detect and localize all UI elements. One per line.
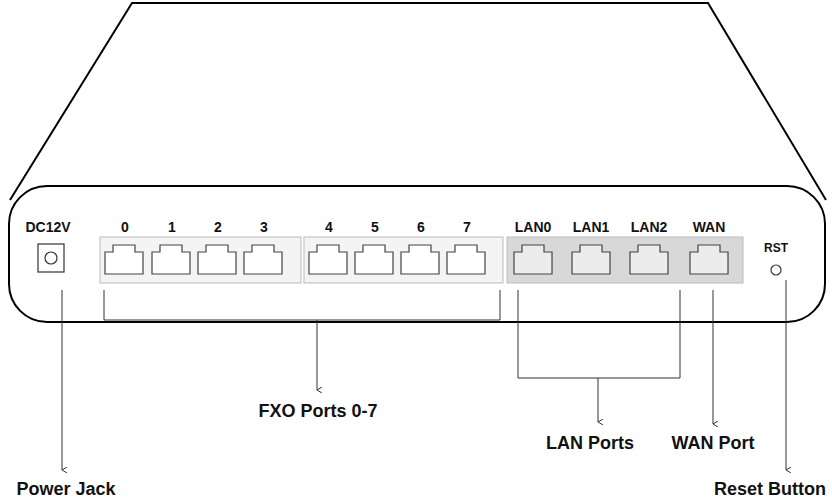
- callout-label: Reset Button: [714, 480, 826, 498]
- port-label: 2: [214, 220, 222, 234]
- port-label: 6: [417, 220, 425, 234]
- port-label: 3: [260, 220, 268, 234]
- callout-label: WAN Port: [672, 434, 755, 452]
- port-outline: [447, 245, 485, 274]
- port-outline: [690, 245, 728, 274]
- leader-lines: [62, 280, 786, 470]
- port-label: 5: [371, 220, 379, 234]
- fxo-group: [304, 237, 503, 283]
- port-outline: [244, 245, 282, 274]
- port-set: [105, 245, 728, 274]
- power-jack: [38, 244, 64, 272]
- lan-group: [507, 237, 743, 283]
- housing-top: [10, 3, 826, 200]
- port-outline: [152, 245, 190, 274]
- port-label: RST: [764, 242, 788, 254]
- port-outline: [309, 245, 347, 274]
- port-label: WAN: [693, 220, 726, 234]
- port-outline: [198, 245, 236, 274]
- port-label: LAN2: [631, 220, 668, 234]
- port-outline: [630, 245, 668, 274]
- port-outline: [355, 245, 393, 274]
- port-label: 1: [168, 220, 176, 234]
- power-jack-hole: [45, 252, 57, 264]
- port-outline: [514, 245, 552, 274]
- callout-label: FXO Ports 0-7: [258, 402, 377, 420]
- front-panel: [9, 186, 825, 322]
- port-label: LAN0: [515, 220, 552, 234]
- reset-hole: [771, 265, 781, 275]
- port-outline: [401, 245, 439, 274]
- port-label: LAN1: [573, 220, 610, 234]
- port-label: 0: [121, 220, 129, 234]
- port-label: DC12V: [25, 220, 70, 234]
- port-label: 7: [463, 220, 471, 234]
- port-outline: [105, 245, 143, 274]
- fxo-group: [100, 237, 301, 283]
- port-label: 4: [325, 220, 333, 234]
- callout-label: Power Jack: [16, 480, 115, 498]
- port-outline: [572, 245, 610, 274]
- callout-label: LAN Ports: [546, 434, 634, 452]
